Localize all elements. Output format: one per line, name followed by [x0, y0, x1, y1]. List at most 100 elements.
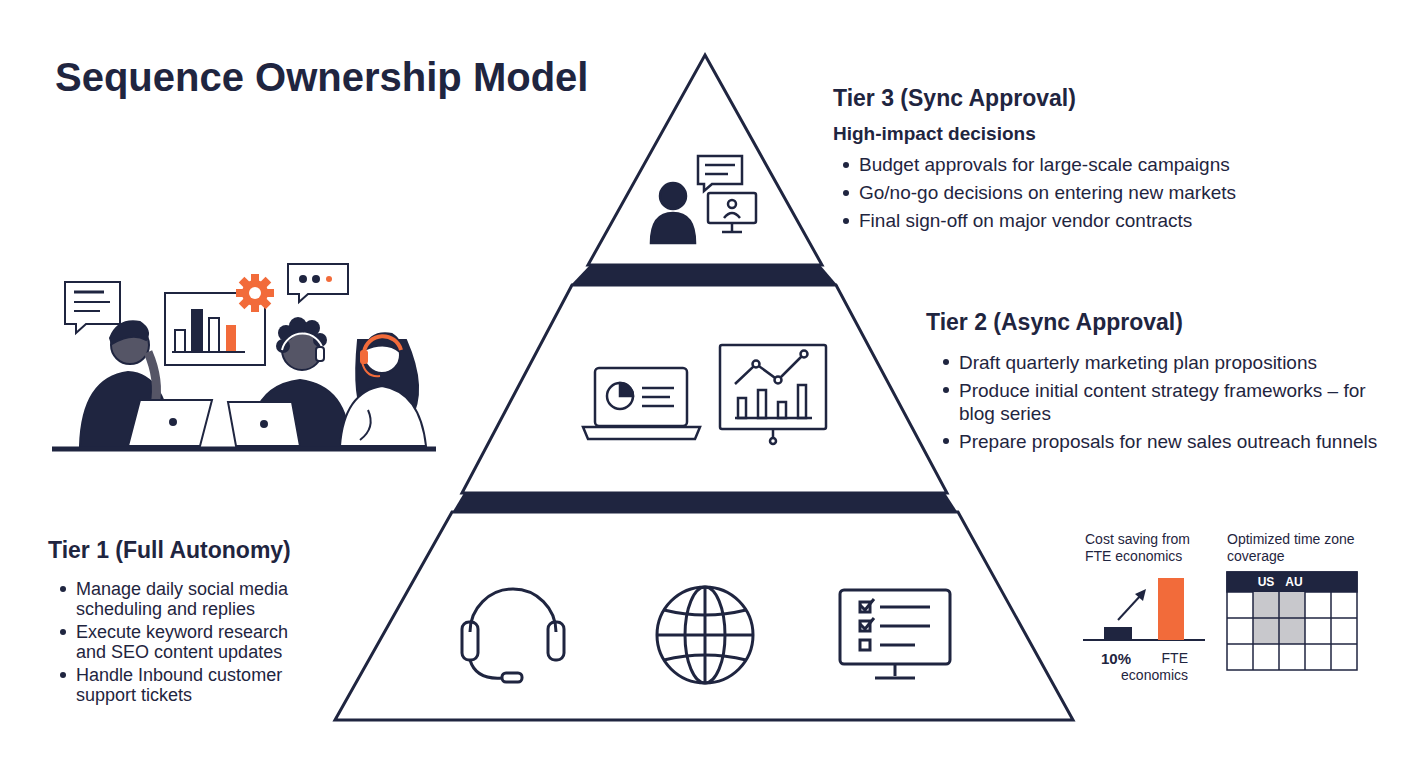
meeting-icon-part — [651, 213, 695, 243]
globe-icon-part — [664, 655, 746, 660]
bullet-dot — [60, 629, 66, 635]
presentation-board-icon-part — [738, 398, 746, 418]
checklist-monitor-icon-part — [880, 644, 915, 647]
tier-subheading: High-impact decisions — [833, 123, 1353, 146]
meeting-icon-part — [724, 213, 740, 218]
tier-outline — [335, 512, 1073, 720]
tier-outline-svg — [588, 55, 822, 265]
pyramid-tier: Tier 1 (Full Autonomy)Manage daily socia… — [335, 512, 1073, 720]
laptop-chart-icon-part — [583, 427, 700, 439]
tier-heading: Tier 1 (Full Autonomy) — [48, 537, 323, 565]
team-illustration-part — [313, 276, 319, 282]
laptop-chart-icon-part — [642, 396, 670, 399]
team-illustration-part — [110, 321, 148, 344]
diagram-title: Sequence Ownership Model — [55, 55, 588, 100]
presentation-board-icon — [720, 345, 826, 444]
team-illustration-part — [340, 386, 426, 446]
meeting-icon-part — [660, 183, 686, 209]
tier-heading: Tier 2 (Async Approval) — [926, 309, 1396, 337]
tier-bullet: Handle Inbound customer support tickets — [76, 665, 323, 705]
presentation-board-icon-part — [775, 377, 782, 384]
bar-value: 10% — [1101, 650, 1141, 667]
globe-icon — [657, 587, 753, 683]
team-illustration-part — [261, 421, 267, 427]
team-illustration-part — [170, 419, 176, 425]
time-zone-grid — [1227, 572, 1357, 670]
cost-bar-chart-part — [1135, 589, 1146, 601]
time-zone-grid-part — [1278, 592, 1280, 670]
tier-outline — [588, 55, 822, 265]
laptop-chart-icon-part — [620, 383, 633, 396]
meeting-icon — [651, 156, 756, 243]
cost-bar-chart — [1083, 578, 1205, 640]
team-illustration — [52, 264, 436, 449]
team-illustration-part — [236, 274, 274, 312]
team-illustration-part — [226, 325, 236, 352]
tier-text-block: Tier 3 (Sync Approval)High-impact decisi… — [833, 85, 1353, 237]
cost-bar-chart-part — [1158, 578, 1184, 640]
tier-separator-part — [570, 265, 838, 286]
checklist-monitor-icon-part — [894, 664, 897, 676]
time-zone-grid-part — [1227, 572, 1357, 592]
team-illustration-part — [364, 336, 401, 352]
cost-bar-chart-part — [1105, 628, 1131, 640]
presentation-board-icon-part — [770, 438, 776, 444]
meeting-icon-part — [708, 193, 756, 223]
tier-separator — [452, 265, 958, 513]
time-zone-grid-part — [1330, 592, 1332, 670]
team-illustration-part — [74, 310, 100, 312]
cost-bar-chart-part — [1118, 595, 1141, 620]
team-illustration-part — [52, 447, 436, 452]
tier-text-block: Tier 1 (Full Autonomy)Manage daily socia… — [48, 537, 323, 708]
cost-bar-chart-part — [1083, 639, 1205, 641]
time-zone-grid-part — [1227, 617, 1357, 619]
checklist-monitor-icon-part — [860, 618, 874, 629]
team-illustration-part — [300, 276, 306, 282]
team-illustration-part — [288, 264, 348, 302]
headset-icon-part — [462, 622, 478, 660]
headset-icon-part — [470, 660, 502, 678]
team-illustration-part — [192, 310, 202, 352]
tier-bullet: Draft quarterly marketing plan propositi… — [959, 351, 1396, 374]
time-zone-grid-part — [1227, 572, 1357, 670]
meeting-icon-part — [698, 156, 742, 191]
tier-text-block: Tier 2 (Async Approval) Draft quarterly m… — [926, 309, 1396, 458]
tier-outline-svg — [335, 512, 1073, 720]
bullet-dot — [60, 586, 66, 592]
presentation-board-icon-part — [735, 354, 804, 384]
team-illustration-part — [175, 330, 185, 352]
bullet-dot — [60, 672, 66, 678]
team-illustration-part-part — [313, 333, 327, 347]
checklist-monitor-icon-part — [875, 677, 915, 680]
time-zone-grid-part — [1252, 592, 1254, 670]
checklist-monitor-icon-part — [840, 590, 950, 664]
laptop-chart-icon — [583, 368, 700, 439]
headset-icon — [462, 589, 564, 682]
team-illustration-part — [316, 347, 324, 361]
presentation-board-icon-part — [758, 390, 766, 418]
bullet-dot — [843, 218, 849, 224]
tier-bullet: Go/no-go decisions on entering new marke… — [859, 181, 1353, 205]
bullet-dot — [843, 162, 849, 168]
tier-bullet: Produce initial content strategy framewo… — [959, 379, 1396, 425]
globe-icon-part — [664, 610, 746, 615]
team-illustration-part — [249, 287, 261, 299]
team-illustration-part-part — [239, 277, 272, 310]
pyramid-tier: Tier 3 (Sync Approval)High-impact decisi… — [588, 55, 822, 265]
laptop-chart-icon-part — [642, 387, 674, 390]
tier-outline-svg — [462, 285, 947, 493]
tier-bullet: Prepare proposals for new sales outreach… — [959, 430, 1396, 453]
team-illustration-part — [209, 318, 219, 352]
tier-bullet: Execute keyword research and SEO content… — [76, 622, 323, 662]
team-illustration-part — [360, 410, 371, 440]
meeting-icon-part — [705, 173, 728, 176]
headset-icon-part — [502, 673, 522, 682]
globe-icon-part — [657, 587, 753, 683]
presentation-board-icon-part — [801, 351, 808, 358]
team-illustration-part — [128, 400, 212, 446]
tier-outline — [462, 285, 947, 493]
bar-label: FTE economics — [1100, 650, 1188, 684]
bullet-dot — [843, 190, 849, 196]
laptop-chart-icon-part — [607, 383, 633, 409]
presentation-board-icon-part — [720, 345, 826, 429]
